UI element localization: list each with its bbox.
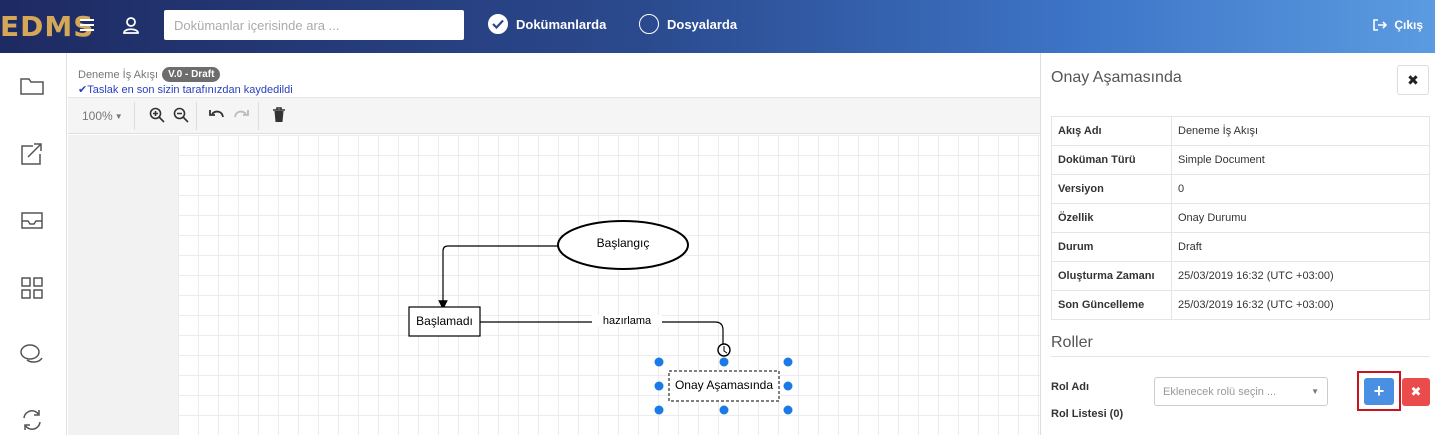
close-icon: ✖ — [1410, 384, 1422, 399]
diagram-canvas[interactable]: Başlangıç Başlamadı hazırlama Onay Aşama… — [178, 135, 1040, 435]
left-rail — [0, 53, 67, 435]
grid-icon[interactable] — [19, 275, 45, 301]
app-logo[interactable]: EDMS — [0, 10, 95, 43]
version-badge: V.0 - Draft — [162, 67, 221, 82]
info-key: Versiyon — [1051, 174, 1172, 204]
selection-handles[interactable] — [654, 357, 793, 415]
panel-title: Onay Aşamasında — [1051, 69, 1182, 86]
roles-title: Roller — [1051, 334, 1093, 351]
remove-role-button[interactable]: ✖ — [1402, 378, 1430, 406]
info-value: 25/03/2019 16:32 (UTC +03:00) — [1171, 261, 1430, 291]
user-icon[interactable] — [120, 14, 142, 36]
edge-task1-to-task2[interactable] — [480, 321, 724, 347]
logout-button[interactable]: Çıkış — [1372, 18, 1423, 32]
add-role-highlight: + — [1357, 371, 1401, 411]
zoom-select[interactable]: 100% ▼ — [82, 109, 123, 123]
radio-documents-label: Dokümanlarda — [516, 16, 607, 32]
inbox-icon[interactable] — [19, 207, 45, 233]
info-key: Oluşturma Zamanı — [1051, 261, 1172, 291]
saved-note-text: Taslak en son sizin tarafınızdan kaydedi… — [87, 84, 293, 96]
info-key: Doküman Türü — [1051, 145, 1172, 175]
menu-icon[interactable] — [80, 16, 98, 36]
add-role-button[interactable]: + — [1364, 378, 1394, 405]
edge-start-to-task1[interactable] — [438, 245, 558, 310]
search-input[interactable] — [164, 10, 464, 40]
zoom-value: 100% — [82, 109, 113, 123]
close-icon: ✖ — [1407, 71, 1419, 88]
redo-icon[interactable] — [232, 106, 250, 124]
info-value: 0 — [1171, 174, 1430, 204]
info-value: 25/03/2019 16:32 (UTC +03:00) — [1171, 290, 1430, 320]
task2-node[interactable] — [668, 370, 780, 402]
info-value: Draft — [1171, 232, 1430, 262]
check-icon — [488, 14, 508, 34]
info-value: Simple Document — [1171, 145, 1430, 175]
trash-icon[interactable] — [270, 106, 288, 124]
zoom-in-icon[interactable] — [148, 106, 166, 124]
divider — [1051, 356, 1430, 357]
workflow-title: Deneme İş Akışı V.0 - Draft — [78, 67, 221, 82]
share-icon[interactable] — [19, 141, 45, 167]
role-select[interactable]: Eklenecek rolü seçin ... ▼ — [1154, 377, 1328, 406]
info-key: Son Güncelleme — [1051, 290, 1172, 320]
folder-icon[interactable] — [19, 73, 45, 99]
info-value: Deneme İş Akışı — [1171, 116, 1430, 146]
start-node[interactable] — [557, 220, 689, 270]
start-node-label: Başlangıç — [596, 236, 650, 250]
role-select-placeholder: Eklenecek rolü seçin ... — [1163, 385, 1277, 398]
zoom-out-icon[interactable] — [172, 106, 190, 124]
chevron-down-icon: ▼ — [1311, 387, 1319, 396]
plus-icon: + — [1373, 381, 1385, 401]
info-key: Durum — [1051, 232, 1172, 262]
info-value: Onay Durumu — [1171, 203, 1430, 233]
radio-folders[interactable]: Dosyalarda — [639, 14, 737, 34]
info-key: Akış Adı — [1051, 116, 1172, 146]
close-button[interactable]: ✖ — [1397, 65, 1429, 95]
check-icon: ✔ — [78, 84, 88, 96]
sync-icon[interactable] — [19, 407, 45, 433]
radio-documents[interactable]: Dokümanlarda — [488, 14, 606, 34]
chevron-down-icon: ▼ — [114, 111, 123, 121]
saved-note: ✔Taslak en son sizin tarafınızdan kayded… — [78, 83, 293, 96]
logout-label: Çıkış — [1394, 18, 1423, 32]
diagram-svg — [408, 220, 793, 415]
canvas-margin — [68, 135, 178, 435]
toolbar-divider — [134, 102, 135, 130]
workflow-name: Deneme İş Akışı — [78, 68, 159, 81]
task2-node-label: Onay Aşamasında — [674, 378, 774, 392]
info-key: Özellik — [1051, 203, 1172, 233]
role-list-count: Rol Listesi (0) — [1051, 408, 1124, 420]
chat-icon[interactable] — [19, 341, 45, 367]
radio-empty-icon — [639, 14, 659, 34]
toolbar-divider — [196, 102, 197, 130]
logout-icon — [1373, 19, 1388, 31]
diagram-toolbar: 100% ▼ — [68, 98, 1040, 134]
task1-node-label: Başlamadı — [416, 314, 473, 328]
radio-folders-label: Dosyalarda — [667, 16, 738, 32]
toolbar-divider — [258, 102, 259, 130]
undo-icon[interactable] — [208, 106, 226, 124]
task1-node[interactable] — [408, 306, 481, 337]
top-bar: EDMS Dokümanlarda Dosyalarda Çıkış — [0, 0, 1435, 53]
workflow-header: Deneme İş Akışı V.0 - Draft ✔Taslak en s… — [68, 53, 1040, 98]
edge-label: hazırlama — [592, 315, 662, 327]
role-label: Rol Adı — [1051, 381, 1090, 393]
